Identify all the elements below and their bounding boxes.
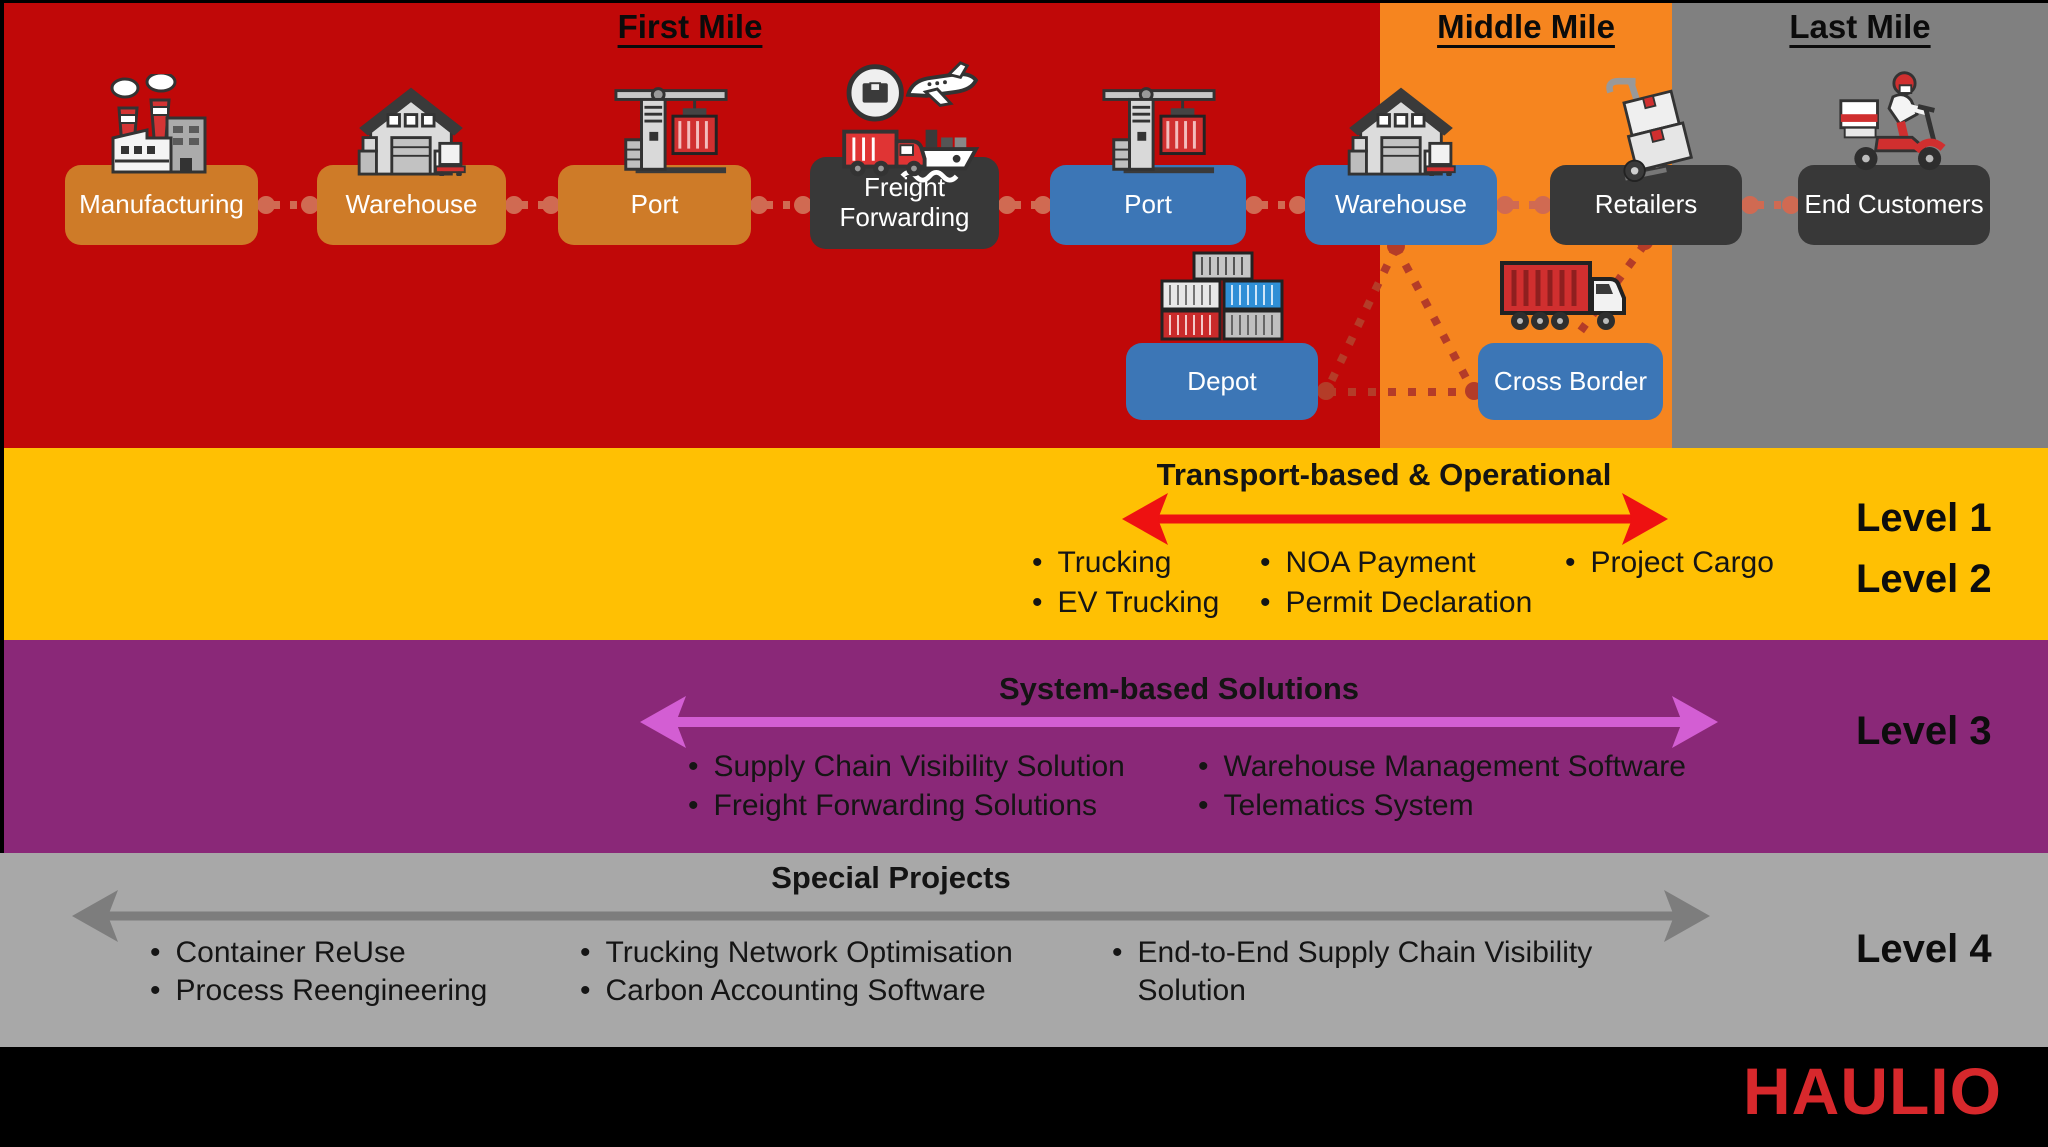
list-item: Permit Declaration <box>1260 584 1533 622</box>
node-label: Port <box>630 189 679 220</box>
footer-band <box>0 1047 2048 1147</box>
list-item: Process Reengineering <box>150 972 488 1010</box>
item-text: Trucking Network Optimisation <box>605 936 1013 969</box>
list-item: Freight Forwarding Solutions <box>688 787 1098 825</box>
item-text: Warehouse Management Software <box>1223 750 1686 783</box>
port-crane-icon <box>614 87 728 174</box>
item-text: Carbon Accounting Software <box>605 974 986 1007</box>
node-label: Warehouse <box>1335 189 1467 220</box>
item-text: Container ReUse <box>175 936 406 969</box>
item-text: Trucking <box>1057 546 1172 579</box>
node-manufacturing: Manufacturing <box>65 165 258 245</box>
level1-label: Level 1 <box>1856 496 1992 540</box>
node-label: Retailers <box>1594 189 1698 220</box>
node-port-middle: Port <box>1050 165 1246 245</box>
list-item: Telematics System <box>1198 787 1474 825</box>
node-label: End Customers <box>1804 189 1984 220</box>
node-label: Warehouse <box>345 189 478 220</box>
node-depot: Depot <box>1126 343 1318 420</box>
node-label: Cross Border <box>1493 365 1648 396</box>
item-text: EV Trucking <box>1057 586 1220 619</box>
list-item: End-to-End Supply Chain Visibility Solut… <box>1112 934 1632 1010</box>
list-item: Supply Chain Visibility Solution <box>688 748 1125 786</box>
node-port-first: Port <box>558 165 751 245</box>
node-label: Depot <box>1187 365 1257 396</box>
list-item: Trucking Network Optimisation <box>580 934 1013 972</box>
list-item: Project Cargo <box>1565 544 1774 582</box>
list-item: EV Trucking <box>1032 584 1220 622</box>
item-text: Project Cargo <box>1590 546 1774 579</box>
level2-label: Level 2 <box>1856 557 1992 601</box>
item-text: Process Reengineering <box>175 974 488 1007</box>
node-warehouse-middle: Warehouse <box>1305 165 1497 245</box>
node-warehouse-first: Warehouse <box>317 165 506 245</box>
item-text: Supply Chain Visibility Solution <box>713 750 1125 783</box>
warehouse-icon <box>1347 87 1456 176</box>
node-retailers: Retailers <box>1550 165 1742 245</box>
item-text: Telematics System <box>1223 789 1474 822</box>
factory-icon <box>110 74 207 174</box>
first-mile-heading: First Mile <box>617 8 763 45</box>
cross-border-truck-icon <box>1500 261 1626 330</box>
port-crane-icon <box>1102 87 1216 174</box>
item-text: Freight Forwarding Solutions <box>713 789 1098 822</box>
list-item: Trucking <box>1032 544 1172 582</box>
node-label: Port <box>1124 189 1172 220</box>
delivery-scooter-icon <box>1839 71 1946 171</box>
containers-stack-icon <box>1160 251 1284 341</box>
level12-title: Transport-based & Operational <box>1156 457 1612 492</box>
level3-title: System-based Solutions <box>998 671 1360 706</box>
node-cross-border: Cross Border <box>1478 343 1663 420</box>
list-item: Container ReUse <box>150 934 406 972</box>
list-item: Carbon Accounting Software <box>580 972 986 1010</box>
level4-title: Special Projects <box>771 860 1011 895</box>
list-item: Warehouse Management Software <box>1198 748 1686 786</box>
last-mile-heading: Last Mile <box>1789 8 1931 45</box>
haulio-logo: HAULIO <box>1743 1054 2002 1128</box>
freight-forwarding-icon <box>842 61 980 183</box>
node-label: Manufacturing <box>79 189 244 220</box>
list-item: NOA Payment <box>1260 544 1476 582</box>
item-text: End-to-End Supply Chain Visibility Solut… <box>1137 936 1593 1007</box>
level4-label: Level 4 <box>1856 927 1992 971</box>
item-text: Permit Declaration <box>1285 586 1533 619</box>
middle-mile-heading: Middle Mile <box>1437 8 1615 45</box>
item-text: NOA Payment <box>1285 546 1476 579</box>
warehouse-icon <box>357 87 466 176</box>
handtruck-icon <box>1606 77 1694 182</box>
level3-label: Level 3 <box>1856 709 1992 753</box>
node-end-customers: End Customers <box>1798 165 1990 245</box>
